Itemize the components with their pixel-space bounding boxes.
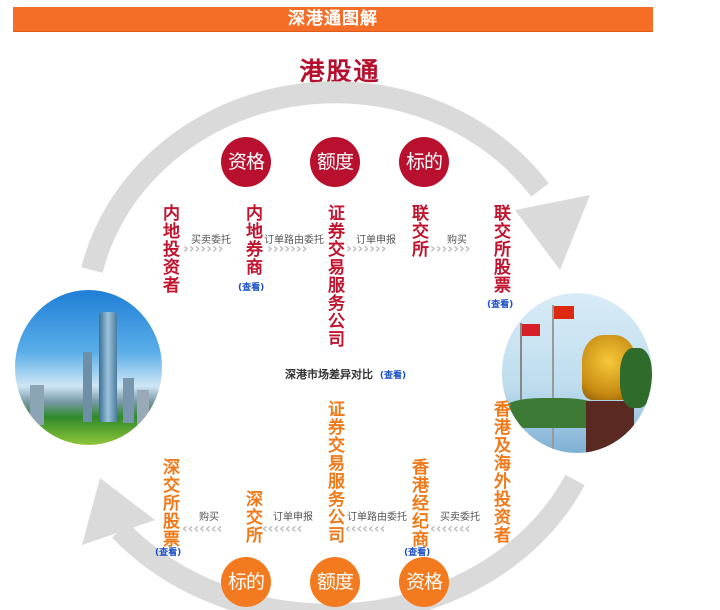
edge-label-order-routing: 订单路由委托	[347, 512, 407, 523]
node-hk-broker: 香港经纪商	[408, 458, 428, 548]
badge-quota: 额度	[310, 137, 360, 187]
bottom-arc	[112, 474, 585, 610]
badge-qualification: 资格	[399, 557, 449, 607]
chevron-left-icon: ‹‹‹‹‹‹‹	[182, 521, 223, 537]
edge-label-trade-order: 买卖委托	[191, 235, 231, 246]
chevron-left-icon: ‹‹‹‹‹‹‹	[430, 521, 471, 537]
edge-label-order-submission: 订单申报	[356, 235, 396, 246]
chevron-left-icon: ‹‹‹‹‹‹‹	[262, 521, 303, 537]
badge-qualification: 资格	[221, 137, 271, 187]
market-comparison: 深港市场差异对比 (查看)	[285, 366, 406, 382]
arrow-head-left-icon	[82, 478, 155, 545]
chevron-left-icon: ‹‹‹‹‹‹‹	[345, 521, 386, 537]
edge-label-trade-order: 买卖委托	[440, 512, 480, 523]
chevron-right-icon: ›››››››	[267, 241, 308, 257]
node-szse: 深交所	[242, 490, 262, 544]
node-securities-trading-service-co: 证券交易服务公司	[324, 204, 344, 348]
chevron-right-icon: ›››››››	[183, 241, 224, 257]
edge-label-purchase: 购买	[199, 512, 219, 523]
shenzhen-skyline-photo	[15, 290, 162, 445]
view-link-hkex-stocks[interactable]: (查看)	[487, 300, 514, 310]
node-hk-overseas-investor: 香港及海外投资者	[490, 400, 510, 544]
edge-label-order-routing: 订单路由委托	[264, 235, 324, 246]
edge-label-purchase: 购买	[447, 235, 467, 246]
view-link-mainland-broker[interactable]: (查看)	[238, 283, 265, 293]
badge-quota: 额度	[310, 557, 360, 607]
market-comparison-label: 深港市场差异对比	[285, 368, 373, 381]
node-hkex-stocks: 联交所股票	[490, 204, 510, 294]
badge-eligible-stocks: 标的	[221, 557, 271, 607]
badge-eligible-stocks: 标的	[399, 137, 449, 187]
node-mainland-broker: 内地券商	[242, 204, 262, 276]
node-szse-stocks: 深交所股票	[159, 458, 179, 548]
arrow-head-right-icon	[515, 195, 590, 270]
view-link-hk-broker[interactable]: (查看)	[404, 548, 431, 558]
view-link-szse-stocks[interactable]: (查看)	[155, 548, 182, 558]
top-arc	[81, 81, 549, 273]
view-link-market-comparison[interactable]: (查看)	[379, 371, 407, 381]
hong-kong-bauhinia-photo	[502, 293, 652, 453]
node-hkex: 联交所	[408, 204, 428, 258]
chevron-right-icon: ›››››››	[346, 241, 387, 257]
node-securities-trading-service-co: 证券交易服务公司	[324, 400, 344, 544]
header-title: 深港通图解	[288, 9, 378, 29]
header-bar: 深港通图解	[13, 7, 653, 32]
edge-label-order-submission: 订单申报	[273, 512, 313, 523]
node-mainland-investor: 内地投资者	[159, 204, 179, 294]
chevron-right-icon: ›››››››	[430, 241, 471, 257]
